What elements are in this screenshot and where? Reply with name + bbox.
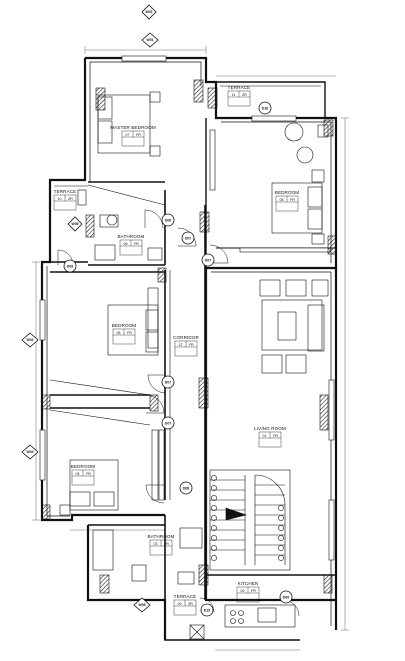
room-name-terrace-top: TERRACE <box>228 85 251 90</box>
room-code-kitchen: 02 <box>241 589 245 593</box>
door-marker-d15: D15 <box>200 603 214 617</box>
door-tag-d07-middle: D07 <box>165 380 171 384</box>
room-finish-terrace-bottom: ZR <box>188 602 193 606</box>
door-markers: D16 D08 D07 D09 D07 D07 D07 D08 <box>63 101 293 617</box>
window-marker-w04: W04 <box>21 444 39 460</box>
room-code-terrace-top: 11 <box>232 93 236 97</box>
room-code-terrace-left: 10 <box>58 197 62 201</box>
door-marker-d08-upper: D08 <box>161 213 175 227</box>
room-code-bathroom-lower: 03 <box>154 542 158 546</box>
window-marker-w02: W02 <box>141 4 157 20</box>
room-code-master-bedroom: 07 <box>126 133 130 137</box>
living-table <box>277 311 297 341</box>
door-marker-d09: D09 <box>63 259 77 273</box>
dimension-lines <box>32 46 349 651</box>
room-name-terrace-bottom: TERRACE <box>174 594 197 599</box>
room-code-bedroom-lower: 04 <box>76 472 80 476</box>
room-finish-corridor: FR <box>189 343 194 347</box>
room-name-bedroom-middle: BEDROOM <box>112 323 137 328</box>
room-finish-master-bedroom: FR <box>136 133 141 137</box>
room-name-bedroom-right: BEDROOM <box>275 190 300 195</box>
window-marker-w05: W05 <box>133 597 151 613</box>
room-finish-bedroom-middle: FR <box>127 331 132 335</box>
room-code-corridor: 12 <box>179 343 183 347</box>
room-finish-living-room: FR <box>273 434 278 438</box>
room-finish-bathroom-upper: FR <box>134 242 139 246</box>
right-bedroom-bed <box>271 182 323 234</box>
door-marker-d07-right: D07 <box>201 253 215 267</box>
room-tags <box>53 90 299 616</box>
kitchen-counter <box>224 604 296 628</box>
furniture <box>49 91 329 640</box>
room-name-kitchen: KITCHEN <box>238 581 259 586</box>
window-tag-w03: W03 <box>27 338 34 342</box>
room-name-corridor: CORRIDOR <box>173 335 199 340</box>
window-marker-w06: W06 <box>67 216 83 232</box>
room-finish-kitchen: FR <box>251 589 256 593</box>
window-marker-w01: W01 <box>141 32 159 48</box>
door-marker-d06: D06 <box>279 590 293 604</box>
door-tag-d16: D16 <box>262 106 268 110</box>
room-name-terrace-left: TERRACE <box>54 189 77 194</box>
door-tag-d07-upper: D07 <box>185 236 191 240</box>
door-tag-d07-right: D07 <box>205 258 211 262</box>
door-tag-d09: D09 <box>67 264 73 268</box>
door-marker-d08-lower: D08 <box>179 481 193 495</box>
walls <box>40 56 338 641</box>
room-code-terrace-bottom: 09 <box>178 602 182 606</box>
room-name-bedroom-lower: BEDROOM <box>71 464 96 469</box>
room-code-bedroom-right: 08 <box>280 198 284 202</box>
room-code-living-room: 01 <box>263 434 267 438</box>
window-marker-w03: W03 <box>21 332 39 348</box>
room-finish-bedroom-lower: FR <box>86 472 91 476</box>
room-finish-bathroom-lower: FR <box>164 542 169 546</box>
door-tag-d08-lower: D08 <box>183 486 189 490</box>
door-tag-d08-upper: D08 <box>165 218 171 222</box>
room-finish-bedroom-right: FR <box>290 198 295 202</box>
door-tag-d06: D06 <box>283 595 289 599</box>
window-tag-w01: W01 <box>147 38 154 42</box>
window-tag-w06: W06 <box>72 222 79 226</box>
staircase <box>209 469 291 571</box>
window-markers: W01 W02 W03 W04 W05 W06 <box>21 4 159 613</box>
columns <box>41 79 337 594</box>
room-name-master-bedroom: MASTER BEDROOM <box>110 125 156 130</box>
room-name-bathroom-upper: BATHROOM <box>117 234 144 239</box>
room-code-bedroom-middle: 05 <box>117 331 121 335</box>
window-tag-w02: W02 <box>146 10 153 14</box>
room-finish-terrace-left: ZR <box>68 197 73 201</box>
master-bed <box>97 94 151 154</box>
door-tag-d07-lower: D07 <box>165 421 171 425</box>
room-finish-terrace-top: ZR <box>242 93 247 97</box>
door-marker-d16: D16 <box>258 101 272 115</box>
door-marker-d07-middle: D07 <box>161 375 175 389</box>
room-code-bathroom-upper: 06 <box>124 242 128 246</box>
door-tag-d15: D15 <box>204 608 210 612</box>
room-name-bathroom-lower: BATHROOM <box>147 534 174 539</box>
window-tag-w04: W04 <box>27 450 34 454</box>
door-marker-d07-upper: D07 <box>181 231 195 245</box>
door-marker-d07-lower: D07 <box>161 416 175 430</box>
window-tag-w05: W05 <box>139 603 146 607</box>
lower-bedroom-bed <box>69 459 119 511</box>
room-labels: MASTER BEDROOM 07 FR TERRACE 11 ZR BEDRO… <box>54 85 300 606</box>
room-name-living-room: LIVING ROOM <box>254 426 286 431</box>
